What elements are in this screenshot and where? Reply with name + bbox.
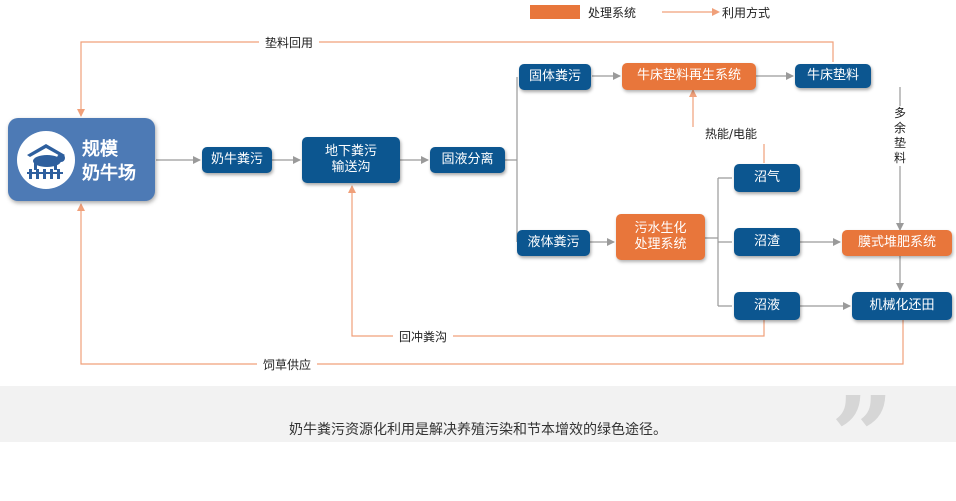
edge-bio-branch [705,177,732,307]
node-biogas: 沼气 [734,164,800,192]
legend-arrow-icon [662,8,720,16]
node-cow-manure: 奶牛粪污 [202,147,272,173]
node-bio-line2: 处理系统 [634,237,687,252]
edge-flush [348,185,765,337]
edge-forage [77,203,904,365]
legend-process-swatch [530,5,580,19]
legend-process-label: 处理系统 [588,6,637,20]
node-membrane-compost: 膜式堆肥系统 [842,230,952,256]
footer-banner: 奶牛粪污资源化利用是解决养殖污染和节本增效的绿色途径。 ” [0,382,956,492]
quote-mark-icon: ” [830,372,894,501]
edge-separation-branch [505,77,518,242]
label-bedding-reuse: 垫料回用 [259,34,320,51]
farm-label-line1: 规模 [82,139,118,160]
node-underground-line1: 地下粪污 [324,143,377,159]
farm-label-line2: 奶牛场 [82,163,136,184]
farm-label: 规模 奶牛场 [82,138,136,186]
node-mechanized-field: 机械化还田 [852,292,952,320]
node-underground-channel: 地下粪污 输送沟 [302,137,400,183]
label-excess-bedding: 多余垫料 [893,106,907,166]
edge-bedding-reuse [77,41,834,117]
footer-caption: 奶牛粪污资源化利用是解决养殖污染和节本增效的绿色途径。 [289,422,667,438]
node-liquid-manure: 液体粪污 [517,230,590,256]
node-biogas-residue: 沼渣 [734,228,800,256]
label-heat-power: 热能/电能 [703,125,760,142]
label-flush: 回冲粪沟 [393,328,454,345]
legend-arrow-label: 利用方式 [722,6,771,20]
node-underground-line2: 输送沟 [331,160,371,175]
node-dairy-farm: 规模 奶牛场 [8,118,155,201]
label-forage: 饲草供应 [257,356,318,373]
node-bed-regeneration: 牛床垫料再生系统 [622,63,756,90]
node-bio-line1: 污水生化 [634,220,687,236]
node-solid-manure: 固体粪污 [519,64,591,90]
node-solid-liquid-separation: 固液分离 [430,147,505,173]
node-bedding: 牛床垫料 [795,64,871,88]
cow-barn-icon [17,131,75,189]
edge-heat-power [693,90,765,163]
node-bio-treatment: 污水生化 处理系统 [616,214,705,260]
node-biogas-slurry: 沼液 [734,292,800,320]
